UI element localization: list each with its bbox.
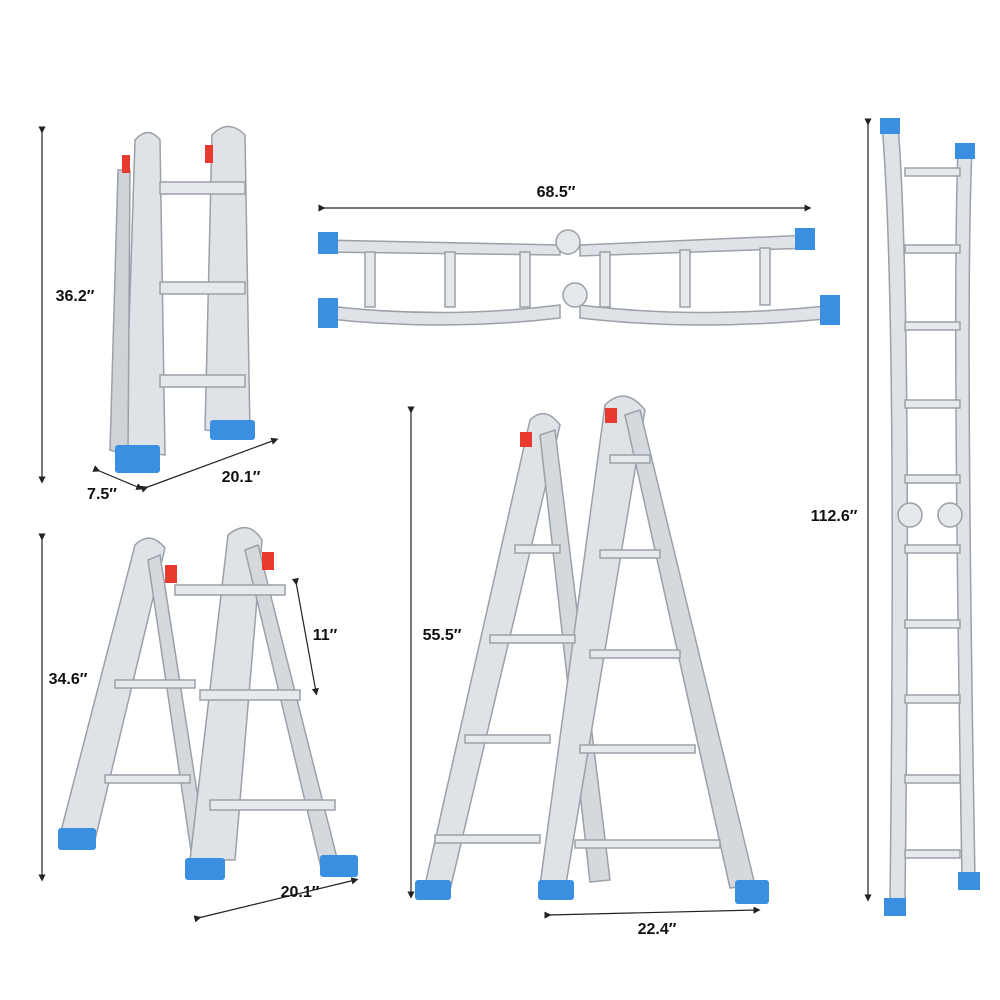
label-large-a-width: 22.4″	[637, 921, 677, 938]
dim-line-folded-depth	[92, 465, 144, 490]
label-horizontal-length: 68.5″	[536, 184, 576, 201]
label-step-spacing: 11″	[312, 627, 338, 644]
label-large-a-height: 55.5″	[422, 627, 462, 644]
label-folded-height: 36.2″	[55, 288, 95, 305]
large-a-frame-ladder	[415, 395, 769, 904]
label-small-a-width: 20.1″	[280, 884, 320, 901]
label-small-a-height: 34.6″	[48, 671, 88, 688]
dim-line-step-spacing	[291, 577, 319, 696]
label-extended-length: 112.6″	[810, 508, 858, 525]
label-folded-width: 20.1″	[221, 469, 261, 486]
folded-ladder	[109, 125, 255, 473]
dim-line-small-a-width	[193, 877, 359, 923]
dim-line-folded-width	[140, 437, 279, 493]
label-folded-depth: 7.5″	[87, 486, 117, 503]
dimension-lines	[38, 118, 872, 923]
small-a-frame-ladder	[58, 526, 358, 880]
flat-ladder	[318, 228, 840, 328]
extended-ladder	[880, 118, 980, 916]
dim-line-large-a-width	[544, 906, 761, 919]
